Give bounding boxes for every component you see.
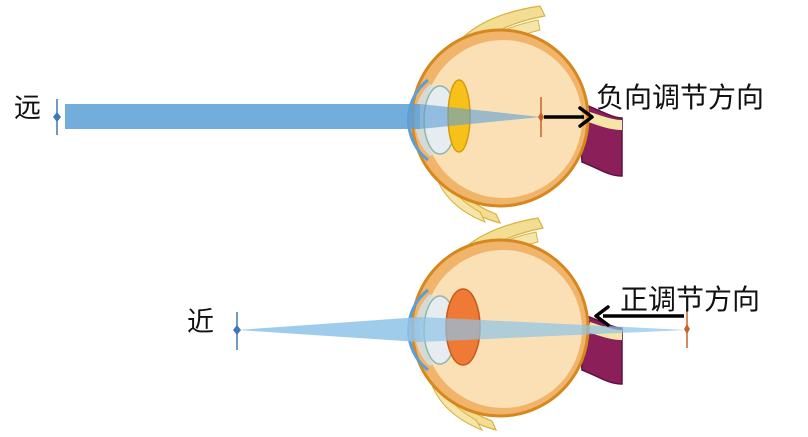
- near-label: 近: [187, 307, 214, 338]
- far-light-beam: [65, 104, 420, 129]
- near-image-marker: [684, 310, 690, 348]
- far-image-marker: [538, 97, 544, 137]
- near-object-marker: [233, 312, 241, 350]
- positive-direction-arrow: [594, 305, 684, 327]
- near-light-beam: [237, 317, 420, 342]
- far-beam-focus-cone: [420, 104, 541, 129]
- negative-direction-arrow: [544, 106, 594, 128]
- positive-direction-label: 正调节方向: [620, 283, 761, 316]
- near-beam-focus-cone: [420, 317, 687, 342]
- far-object-marker: [53, 99, 61, 135]
- far-label: 远: [14, 93, 41, 124]
- negative-direction-label: 负向调节方向: [596, 81, 765, 114]
